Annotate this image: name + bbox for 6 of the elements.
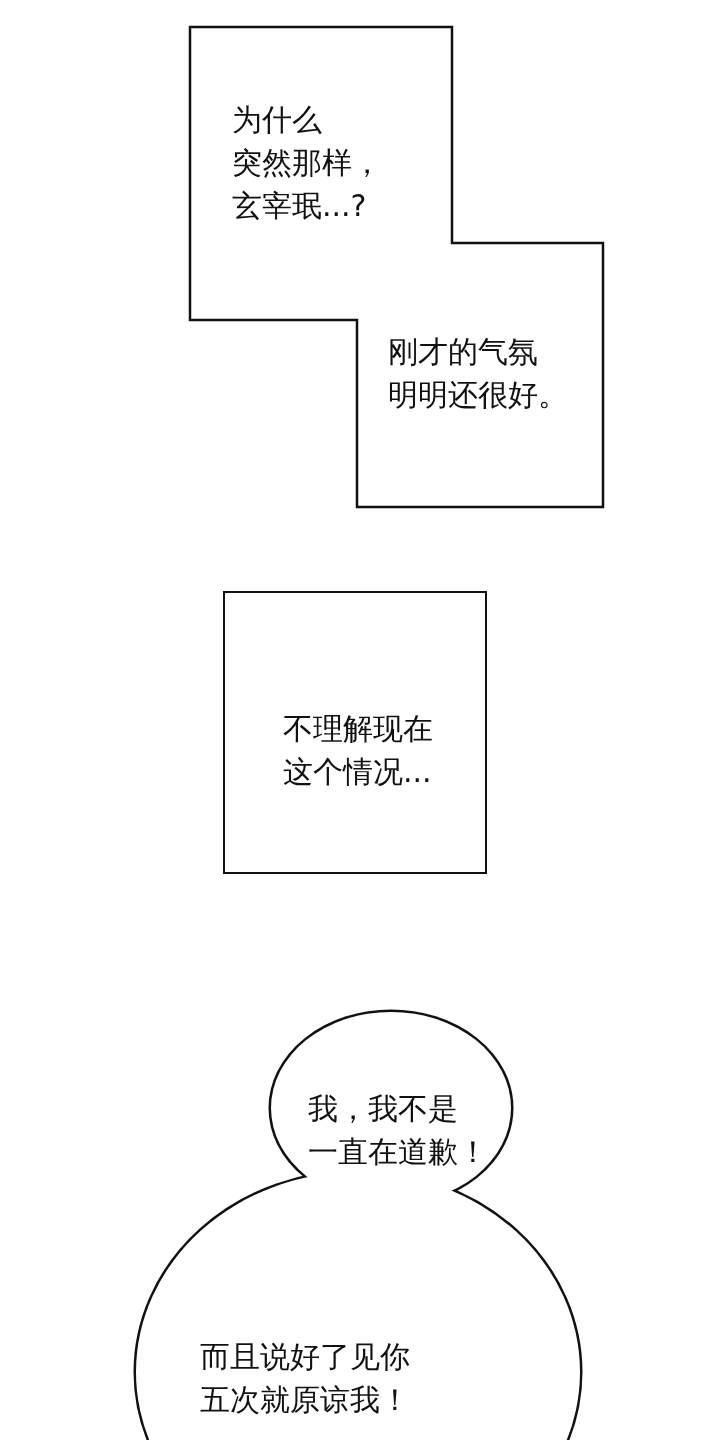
speech-text: 而且说好了见你五次就原谅我！ (200, 1338, 410, 1419)
speech-text: 我，我不是一直在道歉！ (308, 1090, 488, 1171)
caption-text: 不理解现在这个情况... (283, 710, 433, 791)
caption-box (223, 591, 487, 874)
caption-text: 为什么突然那样，玄宰珉...? (232, 100, 382, 225)
caption-text: 刚才的气氛明明还很好。 (388, 333, 568, 414)
